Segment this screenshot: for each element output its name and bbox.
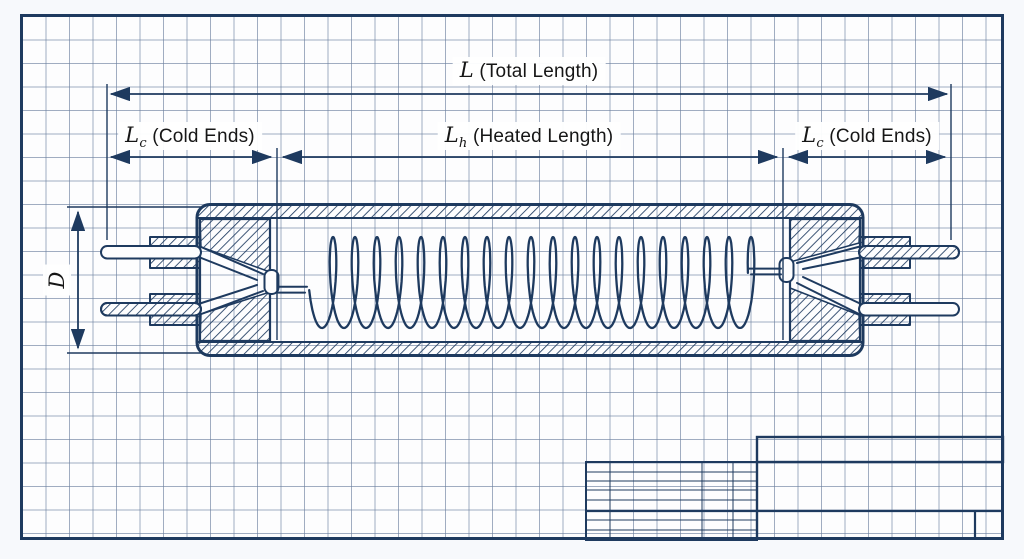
heater-coil: [308, 235, 756, 330]
symbol-Lc-right: Lc: [802, 123, 824, 152]
heater-element-drawing: [100, 203, 960, 357]
label-diameter: D: [43, 264, 71, 296]
left-lead-wires: [199, 245, 308, 316]
tube-sheath: [195, 203, 865, 357]
right-bottom-pin: [858, 302, 960, 317]
symbol-D: D: [45, 271, 69, 289]
title-block-header-band: [755, 435, 1005, 464]
border-frame: [20, 14, 1004, 540]
label-cold-ends-right: Lc (Cold Ends): [795, 122, 939, 150]
terminal-pins: [100, 245, 960, 317]
symbol-Lh: Lh: [444, 123, 468, 152]
extension-lines: [67, 84, 952, 354]
label-heated-length: Lh (Heated Length): [437, 122, 621, 152]
title-block: [585, 435, 1005, 541]
left-end-plug: [198, 217, 272, 343]
symbol-Lc-left: Lc: [125, 123, 147, 152]
right-end-plug: [788, 217, 862, 343]
revision-table: [585, 461, 758, 541]
right-lead-wires: [748, 245, 861, 316]
label-cold-ends-left: Lc (Cold Ends): [118, 122, 262, 150]
label-total-length: L (Total Length): [452, 57, 606, 85]
symbol-L: L: [459, 58, 474, 82]
left-top-pin: [100, 245, 202, 260]
dimension-annotations: [67, 84, 952, 354]
